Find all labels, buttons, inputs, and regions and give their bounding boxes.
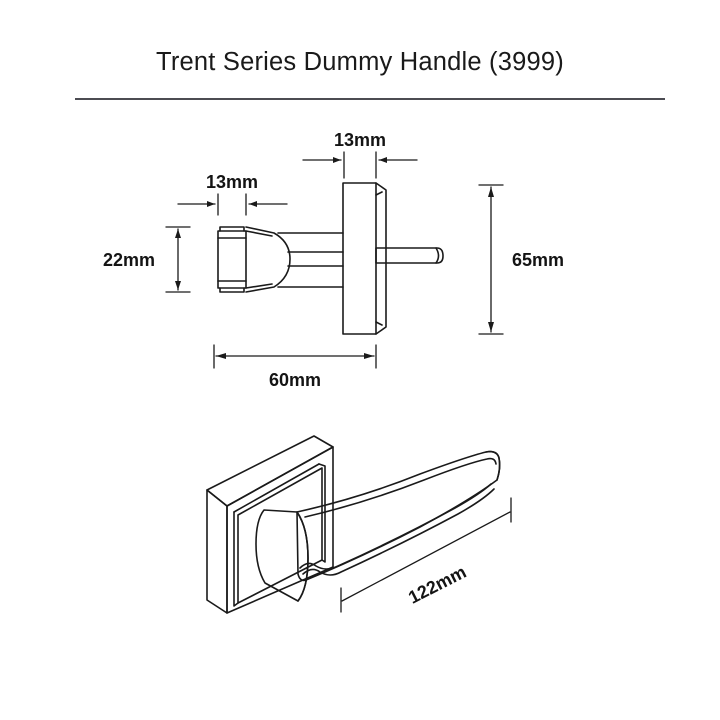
lever-shaft	[277, 232, 344, 288]
dimension-projection-depth	[213, 344, 377, 369]
dimension-label-lever-length: 122mm	[405, 562, 469, 608]
title-divider	[75, 98, 665, 100]
title-block: Trent Series Dummy Handle (3999)	[0, 48, 720, 76]
dimension-label-rose-height: 65mm	[512, 250, 564, 270]
isometric-view	[206, 435, 501, 614]
lever-neck-isometric	[255, 509, 309, 602]
dimension-rose-height	[478, 184, 504, 335]
dimension-label-lever-end-width: 13mm	[206, 172, 258, 192]
dimension-label-projection-depth: 60mm	[269, 370, 321, 390]
dimension-lever-length	[340, 497, 512, 613]
rose-plate-side	[342, 182, 387, 335]
lever-end-cap	[217, 226, 247, 293]
dimension-label-lever-height: 22mm	[103, 250, 155, 270]
page-title: Trent Series Dummy Handle (3999)	[156, 48, 564, 76]
dimension-lever-height	[165, 226, 191, 293]
dimension-rose-thickness-top	[302, 151, 418, 179]
dimension-lever-end-width	[177, 193, 288, 216]
side-elevation-view	[217, 182, 444, 335]
spindle	[375, 247, 444, 264]
lever-arm-isometric	[296, 450, 501, 582]
dimension-label-rose-thickness-top: 13mm	[334, 130, 386, 150]
lever-taper-body	[245, 226, 291, 293]
rose-plate-isometric	[206, 435, 334, 614]
